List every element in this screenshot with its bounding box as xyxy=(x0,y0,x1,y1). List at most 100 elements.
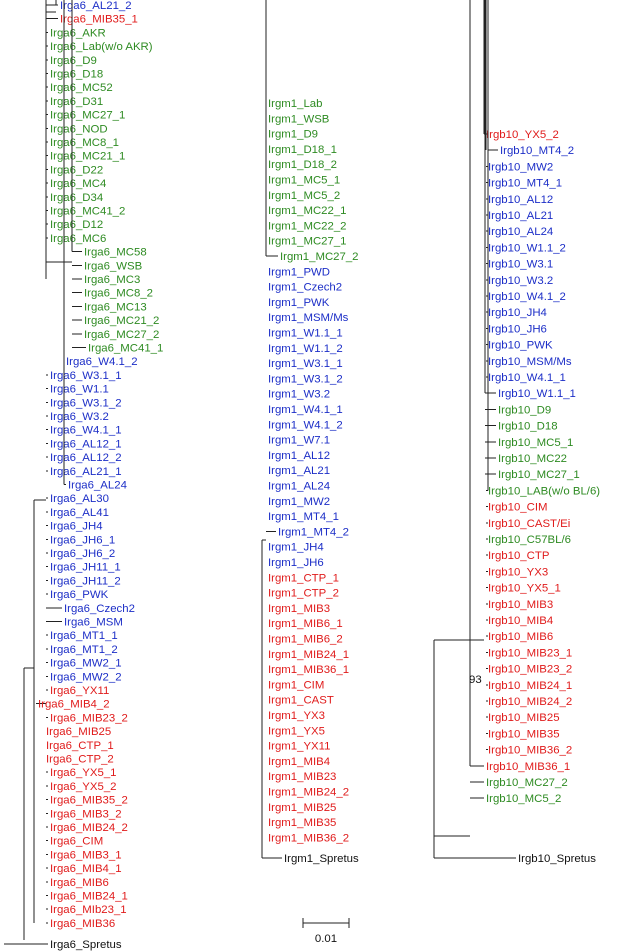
taxon-label: Irga6_MIB3_1 xyxy=(50,849,122,861)
taxon-label: Irga6_W1.1 xyxy=(50,384,109,396)
taxon-label: Irgm1_MIB35 xyxy=(268,817,336,829)
taxon-label: Irga6_MC4 xyxy=(50,178,106,190)
taxon-label: Irga6_MC21_2 xyxy=(84,315,159,327)
taxon-label: Irgm1_MW2 xyxy=(268,496,330,508)
taxon-label: Irga6_MW2_1 xyxy=(50,658,122,670)
taxon-label: Irgm1_AL12 xyxy=(268,450,330,462)
taxon-label: Irga6_MIB4_1 xyxy=(50,863,122,875)
taxon-label: Irgm1_W1.1_1 xyxy=(268,328,343,340)
taxon-label: Irga6_AL21_1 xyxy=(50,466,122,478)
taxon-label: Irga6_AL21_2 xyxy=(60,0,132,12)
taxon-label: Irgm1_CTP_1 xyxy=(268,572,339,584)
taxon-label: Irga6_MIB25 xyxy=(46,726,111,738)
taxon-label: Irgb10_MW2 xyxy=(488,161,553,173)
taxon-label: Irga6_MIB24_1 xyxy=(50,891,128,903)
taxon-label: Irga6_AL24 xyxy=(68,480,127,492)
taxon-label: Irga6_W3.2 xyxy=(50,411,109,423)
taxon-label: Irgm1_JH6 xyxy=(268,557,324,569)
taxon-label: Irgb10_YX5_2 xyxy=(486,129,559,141)
taxon-label: Irga6_AL12_2 xyxy=(50,452,122,464)
taxon-label: Irgb10_W3.1 xyxy=(488,259,553,271)
taxon-label: Irga6_MC52 xyxy=(50,82,113,94)
taxon-label: Irga6_AL12_1 xyxy=(50,438,122,450)
taxon-label: Irga6_MC13 xyxy=(84,301,147,313)
taxon-label: Irgm1_MIB23 xyxy=(268,771,336,783)
taxon-label: Irgm1_JH4 xyxy=(268,542,324,554)
taxon-label: Irga6_Lab(w/o AKR) xyxy=(50,41,153,53)
tree-irga6: Irga6_AL21_2Irga6_MIB35_1Irga6_AKRIrga6_… xyxy=(4,0,163,951)
tree-irgb10: Irgb10_YX5_2Irgb10_MT4_2Irgb10_MW2Irgb10… xyxy=(433,0,600,865)
taxon-label: Irga6_D9 xyxy=(50,55,97,67)
taxon-label: Irgb10_MC27_2 xyxy=(486,777,568,789)
taxon-label: Irgb10_MC5_2 xyxy=(486,793,561,805)
taxon-label: Irgm1_D9 xyxy=(268,129,318,141)
taxon-label: Irgm1_W4.1_2 xyxy=(268,419,343,431)
taxon-label: Irgb10_MIB36_1 xyxy=(486,761,570,773)
outgroup-label: Irgm1_Spretus xyxy=(284,853,359,865)
taxon-label: Irgm1_MIB36_2 xyxy=(268,832,349,844)
taxon-label: Irga6_WSB xyxy=(84,260,142,272)
taxon-label: Irga6_D18 xyxy=(50,69,103,81)
taxon-label: Irgm1_PWK xyxy=(268,297,330,309)
taxon-label: Irgm1_MC27_1 xyxy=(268,236,347,248)
tree-irgm1: Irgm1_LabIrgm1_WSBIrgm1_D9Irgm1_D18_1Irg… xyxy=(261,0,359,865)
taxon-label: Irga6_MIB23_2 xyxy=(50,712,128,724)
taxon-label: Irga6_W3.1_2 xyxy=(50,397,122,409)
taxon-label: Irga6_YX5_1 xyxy=(50,767,117,779)
taxon-label: Irga6_CTP_1 xyxy=(46,740,114,752)
taxon-label: Irgb10_YX3 xyxy=(488,566,548,578)
taxon-label: Irgb10_MIB24_1 xyxy=(488,680,572,692)
taxon-label: Irgb10_MIB25 xyxy=(488,712,560,724)
taxon-label: Irga6_D12 xyxy=(50,219,103,231)
taxon-label: Irgb10_YX5_1 xyxy=(488,583,561,595)
taxon-label: Irgb10_MIB24_2 xyxy=(488,696,572,708)
taxon-label: Irgm1_AL21 xyxy=(268,465,330,477)
taxon-label: Irga6_W4.1_2 xyxy=(66,356,138,368)
taxon-label: Irgm1_MIB25 xyxy=(268,802,336,814)
taxon-label: Irgm1_AL24 xyxy=(268,481,330,493)
taxon-label: Irga6_AKR xyxy=(50,27,106,39)
taxon-label: Irga6_MIB4_2 xyxy=(38,699,110,711)
taxon-label: Irga6_MIB36 xyxy=(50,918,115,930)
taxon-label: Irgm1_MT4_1 xyxy=(268,511,339,523)
taxon-label: Irgm1_MIB3 xyxy=(268,603,330,615)
taxon-label: Irga6_JH6_1 xyxy=(50,534,115,546)
taxon-label: Irga6_MT1_1 xyxy=(50,630,118,642)
taxon-label: Irgm1_MC22_1 xyxy=(268,205,347,217)
taxon-label: Irgb10_W4.1_1 xyxy=(488,372,566,384)
taxon-label: Irgb10_AL12 xyxy=(488,194,553,206)
taxon-label: Irga6_JH11_1 xyxy=(50,562,121,574)
taxon-label: Irga6_YX11 xyxy=(50,685,109,697)
taxon-label: Irgm1_WSB xyxy=(268,113,329,125)
taxon-label: Irgm1_MIB36_1 xyxy=(268,664,349,676)
taxon-label: Irgb10_MIB6 xyxy=(488,631,553,643)
bootstrap-value: 93 xyxy=(469,674,482,686)
taxon-label: Irga6_JH6_2 xyxy=(50,548,115,560)
taxon-label: Irga6_MC8_1 xyxy=(50,137,119,149)
taxon-label: Irga6_MC27_2 xyxy=(84,329,159,341)
taxon-label: Irgb10_W4.1_2 xyxy=(488,291,566,303)
taxon-label: Irgm1_MC5_1 xyxy=(268,175,340,187)
taxon-label: Irgm1_PWD xyxy=(268,266,330,278)
taxon-label: Irgb10_CIM xyxy=(488,502,548,514)
taxon-label: Irgm1_Czech2 xyxy=(268,282,342,294)
taxon-label: Irgb10_MT4_1 xyxy=(488,178,562,190)
taxon-label: Irgb10_MC22 xyxy=(498,453,567,465)
taxon-label: Irga6_AL41 xyxy=(50,507,109,519)
taxon-label: Irga6_D34 xyxy=(50,192,103,204)
taxon-label: Irga6_MC6 xyxy=(50,233,106,245)
scale-bar: 0.01 xyxy=(302,918,350,945)
taxon-label: Irgm1_MT4_2 xyxy=(278,526,349,538)
taxon-label: Irgm1_MIB4 xyxy=(268,756,330,768)
taxon-label: Irgm1_MIB24_2 xyxy=(268,787,349,799)
taxon-label: Irgm1_MSM/Ms xyxy=(268,312,349,324)
taxon-label: Irga6_W3.1_1 xyxy=(50,370,122,382)
outgroup-label: Irga6_Spretus xyxy=(50,939,122,951)
taxon-label: Irgb10_MSM/Ms xyxy=(488,356,572,368)
taxon-label: Irgb10_MIB23_2 xyxy=(488,664,572,676)
taxon-label: Irga6_MC27_1 xyxy=(50,110,125,122)
taxon-label: Irgb10_CAST/Ei xyxy=(488,518,570,530)
taxon-label: Irga6_MIb23_1 xyxy=(50,904,127,916)
taxon-label: Irga6_MIB24_2 xyxy=(50,822,128,834)
taxon-label: Irga6_JH4 xyxy=(50,521,103,533)
